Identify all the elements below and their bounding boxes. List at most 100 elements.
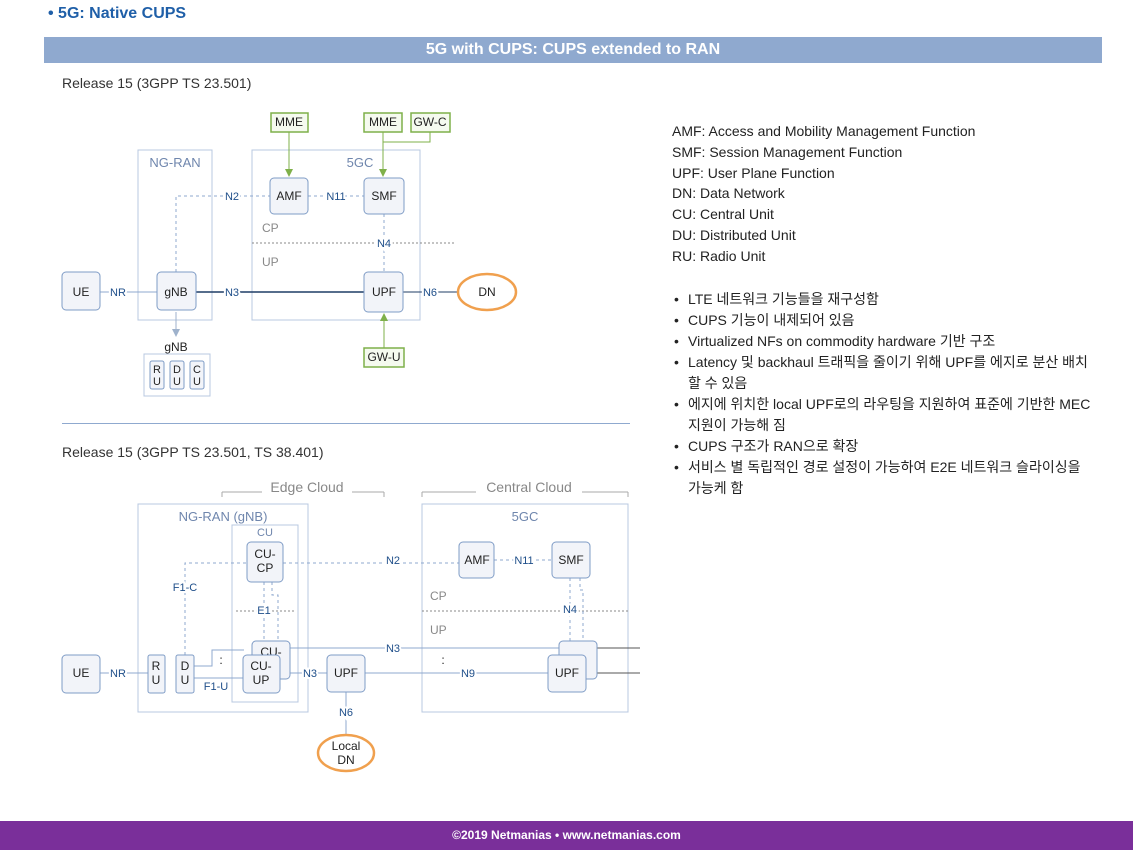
upf-central-label: UPF [555,666,579,680]
ngran-gnb-region [137,503,309,713]
f1c-link [184,562,247,655]
mme-label-2: MME [369,115,397,129]
upf-node [363,271,404,313]
bottom-diagram-caption: Release 15 (3GPP TS 23.501, TS 38.401) [62,444,324,460]
note-item: Latency 및 backhaul 트래픽을 줄이기 위해 UPF를 에지로 … [672,352,1092,394]
smf-label-bottom: SMF [558,553,583,567]
cu-node [189,360,205,390]
upf-central-node [547,654,587,693]
gw-c-label: GW-C [413,115,446,129]
f1u-dots: : [219,653,222,667]
note-item: 에지에 위치한 local UPF로의 라우팅을 지원하여 표준에 기반한 ME… [672,394,1092,436]
n3-top-label: N3 [386,643,400,655]
ue-node [61,271,101,311]
note-item: 서비스 별 독립적인 경로 설정이 가능하여 E2E 네트워크 슬라이싱을 가능… [672,457,1092,499]
amf-node-bottom [458,541,495,579]
n2-link [175,195,270,272]
note-item: CUPS 기능이 내제되어 있음 [672,310,1092,331]
note-item: Virtualized NFs on commodity hardware 기반… [672,331,1092,352]
footer-copyright: ©2019 Netmanias • www.netmanias.com [0,821,1133,850]
dn-label: DN [478,285,495,299]
legend-item: DN: Data Network [672,185,785,202]
ngran-region [137,149,213,321]
gw-u-label: GW-U [367,350,400,364]
n2-label: N2 [225,191,239,203]
cu-region-label: CU [257,527,273,539]
dn-node [456,272,518,312]
core-region [251,149,421,321]
ru-node-bottom [147,654,166,694]
ngran-label: NG-RAN [149,155,200,170]
architecture-diagram: NG-RAN 5GC CP UP MME MME GW-C GW-U N2 N1… [61,112,640,773]
ngran-gnb-label: NG-RAN (gNB) [179,509,268,524]
section-divider [62,423,630,424]
cu-up-node [242,654,281,694]
amf-label: AMF [276,189,301,203]
cu-cp-label: CU-CP [254,547,275,575]
core-region-bottom [421,503,629,713]
n2-label-bottom: N2 [386,555,400,567]
amf-label-bottom: AMF [464,553,489,567]
gnb-label: gNB [164,285,187,299]
ru-node [149,360,165,390]
core-label: 5GC [347,155,374,170]
cp-label-bottom: CP [430,589,447,603]
n11-label-bottom: N11 [514,555,533,567]
f1c-label: F1-C [173,582,198,594]
du-node [169,360,185,390]
legend-item: DU: Distributed Unit [672,226,796,243]
feature-notes: LTE 네트워크 기능들을 재구성함 CUPS 기능이 내제되어 있음 Virt… [672,289,1092,499]
n11-label: N11 [326,191,345,203]
ue-label: UE [73,285,90,299]
n6-local-label: N6 [339,707,353,719]
upf-local-label: UPF [334,666,358,680]
legend-item: CU: Central Unit [672,206,774,223]
smf-node [363,177,405,215]
ue-node-bottom [61,654,101,694]
mme-label: MME [275,115,303,129]
upf-local-node [326,654,366,693]
n6-label: N6 [423,287,437,299]
nr-label-bottom: NR [110,668,126,680]
nr-label: NR [110,287,126,299]
top-diagram-caption: Release 15 (3GPP TS 23.501) [62,75,252,91]
legend-item: RU: Radio Unit [672,247,766,264]
cu-up-label: CU-UP [250,659,271,687]
cp-label: CP [262,221,279,235]
smf-label: SMF [371,189,396,203]
e1-link-2 [271,582,279,644]
f1u-label: F1-U [204,681,229,693]
note-item: LTE 네트워크 기능들을 재구성함 [672,289,1092,310]
gnb-split-title: gNB [164,340,187,354]
legend-item: AMF: Access and Mobility Management Func… [672,123,976,139]
cu-cp-node [246,541,284,583]
n4-label: N4 [377,238,391,250]
legend-item: UPF: User Plane Function [672,164,835,181]
amf-node [269,177,309,215]
e1-label: E1 [257,605,270,617]
f1u-link [194,649,244,667]
abbreviation-legend: AMF: Access and Mobility Management Func… [672,121,975,267]
up-label: UP [262,255,279,269]
banner-title: 5G with CUPS: CUPS extended to RAN [44,37,1102,63]
upf-label: UPF [372,285,396,299]
smf-node-bottom [551,541,591,579]
gnb-split-box [143,353,211,397]
note-item: CUPS 구조가 RAN으로 확장 [672,436,1092,457]
n3-label: N3 [225,287,239,299]
gnb-node [156,271,197,311]
gwc-to-smf-line [383,132,431,143]
du-node-bottom [175,654,195,694]
ue-label-bottom: UE [73,666,90,680]
n4-label-bottom: N4 [563,604,577,616]
edge-cloud-label: Edge Cloud [270,479,343,495]
slide-title: • 5G: Native CUPS [48,5,187,22]
n4-link-bottom-2 [579,578,584,644]
n9-dots: : [441,653,444,667]
